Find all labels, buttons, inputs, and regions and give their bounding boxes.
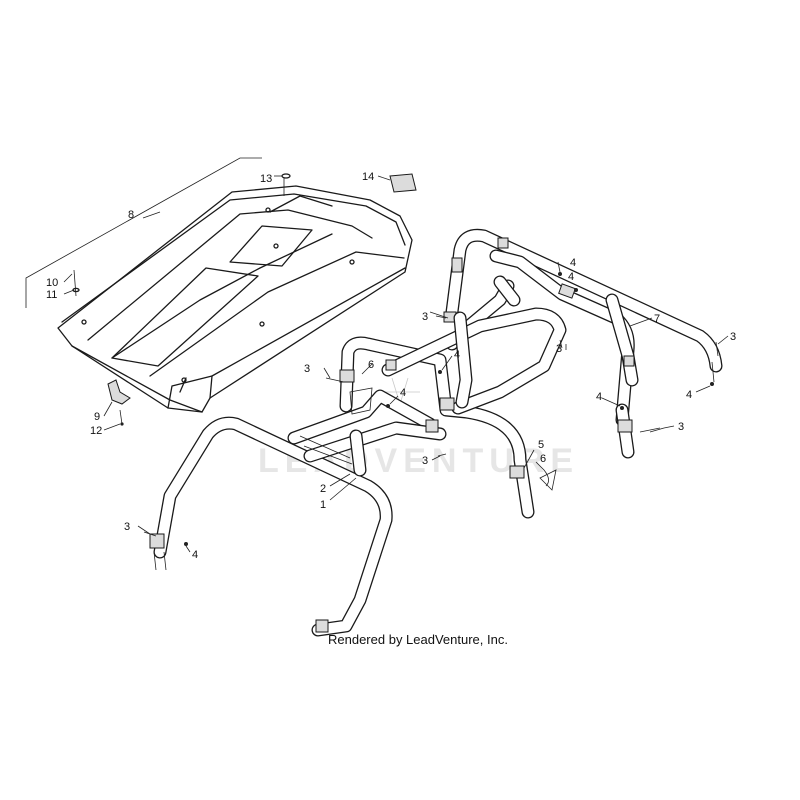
callout-4: 4 [596, 391, 602, 403]
callout-4: 4 [570, 257, 576, 269]
roof-top-bolt [274, 173, 291, 196]
roof-pad [377, 173, 417, 193]
callout-3: 3 [556, 343, 562, 355]
center-rops-frame [339, 275, 567, 519]
callout-7: 7 [654, 313, 660, 325]
roof-callout-bracket [25, 157, 262, 308]
callout-11: 11 [46, 289, 57, 301]
callout-3: 3 [422, 455, 428, 467]
callout-3: 3 [730, 331, 736, 343]
callout-3: 3 [422, 311, 428, 323]
callout-leaders [137, 261, 729, 553]
callout-6: 6 [540, 453, 546, 465]
rear-leg-mount [615, 403, 661, 459]
callout-4: 4 [400, 387, 406, 399]
callout-2: 2 [320, 483, 326, 495]
callout-3: 3 [124, 521, 130, 533]
callout-3: 3 [304, 363, 310, 375]
callout-9: 9 [94, 411, 100, 423]
render-credit: Rendered by LeadVenture, Inc. [328, 632, 508, 647]
roof-mount-bracket [103, 379, 131, 431]
front-rops-frame [149, 389, 447, 637]
hardware-nuts [184, 272, 714, 546]
callout-5: 5 [538, 439, 544, 451]
callout-3: 3 [678, 421, 684, 433]
callout-13: 13 [260, 173, 272, 185]
callout-12: 12 [90, 425, 102, 437]
roof-panel [57, 185, 413, 413]
callout-4: 4 [192, 549, 198, 561]
callout-8: 8 [128, 209, 134, 221]
callout-4: 4 [686, 389, 692, 401]
roof-screw [63, 269, 80, 297]
callout-labels: 1 2 3 3 3 3 3 3 3 4 4 4 4 4 4 4 5 6 6 7 … [46, 171, 736, 561]
seatbelt-bracket [349, 387, 557, 491]
callout-4: 4 [454, 349, 460, 361]
callout-14: 14 [362, 171, 374, 183]
callout-10: 10 [46, 277, 58, 289]
callout-1: 1 [320, 499, 326, 511]
callout-6: 6 [368, 359, 374, 371]
hardware-bolts [143, 311, 719, 537]
callout-4: 4 [568, 271, 574, 283]
